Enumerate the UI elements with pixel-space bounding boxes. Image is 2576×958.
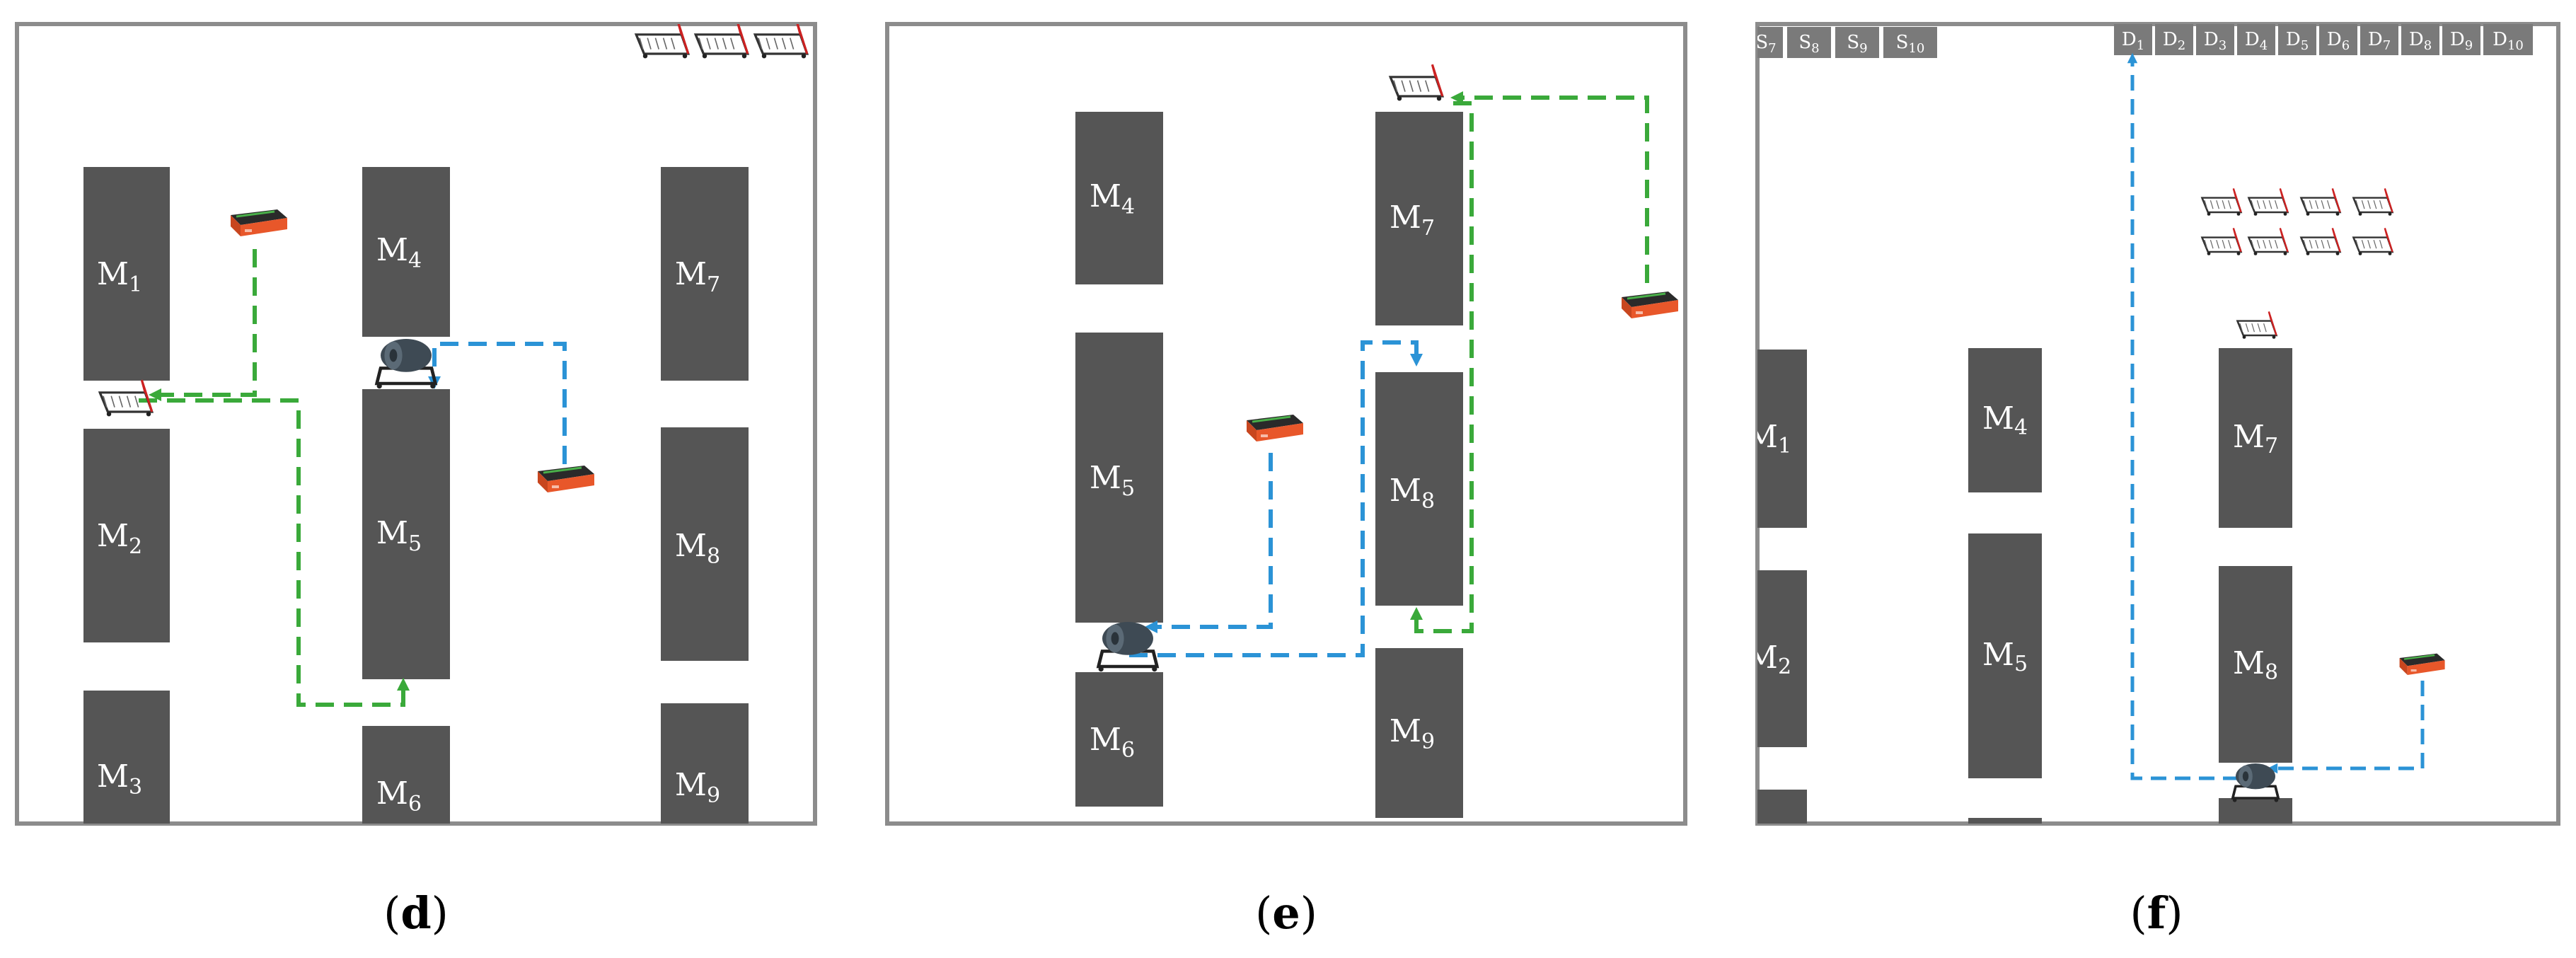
machine-label: M9 <box>675 767 720 808</box>
svg-text:D3: D3 <box>2204 29 2226 53</box>
delivery-tab-d6: D6 <box>2319 24 2357 55</box>
delivery-tab-d4: D4 <box>2237 24 2275 55</box>
svg-text:D9: D9 <box>2450 29 2473 53</box>
panel-e-caption: (e) <box>1255 887 1317 939</box>
delivery-tab-d7: D7 <box>2360 24 2398 55</box>
machine-label: M5 <box>376 515 422 556</box>
machine-m7: M7 <box>661 167 749 381</box>
machine-label: M8 <box>2233 645 2278 685</box>
svg-text:S7: S7 <box>1755 32 1776 56</box>
loaded-path <box>139 398 405 707</box>
machine-label: M7 <box>1390 200 1435 241</box>
machine-label: M1 <box>97 256 142 297</box>
panel-d: M1 M2 M3 M4 M5 M6 <box>15 22 817 939</box>
machine-m5: M5 <box>1075 333 1163 623</box>
delivery-tab-d2: D2 <box>2155 24 2193 55</box>
panel-e-content: M4 M5 M6 M7 M8 M9 <box>1075 63 1680 818</box>
machine-m9: M9 <box>1375 648 1463 818</box>
machine-m7: M7 <box>2219 348 2292 528</box>
empty-path <box>1129 340 1419 657</box>
machine-m7: M7 <box>1375 112 1463 325</box>
machine-m4: M4 <box>1075 112 1163 284</box>
machine-label: M2 <box>1746 640 1791 679</box>
delivery-tab-d9: D9 <box>2442 24 2480 55</box>
machine-label: M7 <box>675 256 720 297</box>
machine-label: M2 <box>97 518 142 559</box>
loaded-path <box>1414 101 1474 633</box>
delivery-tab-d8: D8 <box>2401 24 2439 55</box>
machine-m1: M1 <box>83 167 170 381</box>
supply-tab-s9: S9 <box>1835 27 1879 58</box>
svg-text:D4: D4 <box>2245 29 2268 53</box>
machine-label: M6 <box>376 775 422 816</box>
machine-label: M9 <box>1390 713 1435 754</box>
supply-tab-s8: S8 <box>1787 27 1831 58</box>
machine-label: M3 <box>97 758 142 800</box>
machine-m3: M3 <box>83 691 170 824</box>
machine-m6: M6 <box>1075 672 1163 807</box>
machine-m5: M5 <box>362 389 450 679</box>
machine-partial <box>1968 818 2042 824</box>
machine-label: M1 <box>1746 419 1791 458</box>
empty-path <box>2274 681 2425 771</box>
svg-text:D6: D6 <box>2327 29 2350 53</box>
loaded-path <box>147 249 257 397</box>
svg-text:D5: D5 <box>2286 29 2309 53</box>
supply-tab-s10: S10 <box>1883 27 1937 58</box>
svg-text:S8: S8 <box>1798 32 1819 56</box>
panel-f-content: S7 S8 S9 S10 D1 D2 D3 D4 D5 D6 D7 D8 D <box>1746 24 2533 824</box>
machine-m8: M8 <box>661 427 749 661</box>
machine-m9: M9 <box>661 703 749 824</box>
machine-label: M5 <box>1982 637 2028 676</box>
machine-partial <box>1757 790 1807 824</box>
machine-m2: M2 <box>1746 570 1807 747</box>
machine-m8: M8 <box>1375 372 1463 606</box>
machine-m4: M4 <box>1968 348 2042 492</box>
panel-f-frame <box>1755 22 2560 826</box>
machine-m4: M4 <box>362 167 450 337</box>
loaded-path <box>1457 96 1649 283</box>
empty-path <box>432 342 567 464</box>
machine-m2: M2 <box>83 429 170 642</box>
svg-text:D10: D10 <box>2493 29 2524 53</box>
machine-label: M7 <box>2233 419 2278 458</box>
machine-label: M4 <box>376 232 422 273</box>
delivery-tab-d10: D10 <box>2483 24 2533 55</box>
machine-label: M4 <box>1982 400 2028 440</box>
svg-text:S9: S9 <box>1847 32 1867 56</box>
supply-tab-s7: S7 <box>1755 27 1783 58</box>
machine-m8: M8 <box>2219 566 2292 763</box>
panel-f-caption: (f) <box>2130 887 2183 939</box>
machine-label: M5 <box>1090 460 1135 501</box>
empty-path <box>1152 453 1273 629</box>
delivery-tab-d3: D3 <box>2196 24 2234 55</box>
svg-text:D7: D7 <box>2368 29 2391 53</box>
svg-text:D2: D2 <box>2163 29 2185 53</box>
svg-text:D8: D8 <box>2409 29 2432 53</box>
machine-label: M8 <box>1390 473 1435 514</box>
machine-m1: M1 <box>1746 350 1807 528</box>
machine-m5: M5 <box>1968 533 2042 778</box>
svg-text:D1: D1 <box>2122 29 2144 53</box>
delivery-tab-d5: D5 <box>2278 24 2316 55</box>
panel-d-content: M1 M2 M3 M4 M5 M6 <box>83 24 809 824</box>
delivery-tab-d1: D1 <box>2114 24 2152 55</box>
panel-f: S7 S8 S9 S10 D1 D2 D3 D4 D5 D6 D7 D8 D <box>1746 22 2560 939</box>
machine-m6: M6 <box>362 726 450 824</box>
empty-path <box>2130 59 2239 780</box>
panel-e: M4 M5 M6 M7 M8 M9 <box>885 22 1687 939</box>
machine-label: M4 <box>1090 178 1135 219</box>
panel-d-caption: (d) <box>383 887 449 939</box>
machine-label: M6 <box>1090 722 1135 763</box>
machine-label: M8 <box>675 528 720 569</box>
svg-text:S10: S10 <box>1896 32 1925 56</box>
machine-partial <box>2219 798 2292 824</box>
